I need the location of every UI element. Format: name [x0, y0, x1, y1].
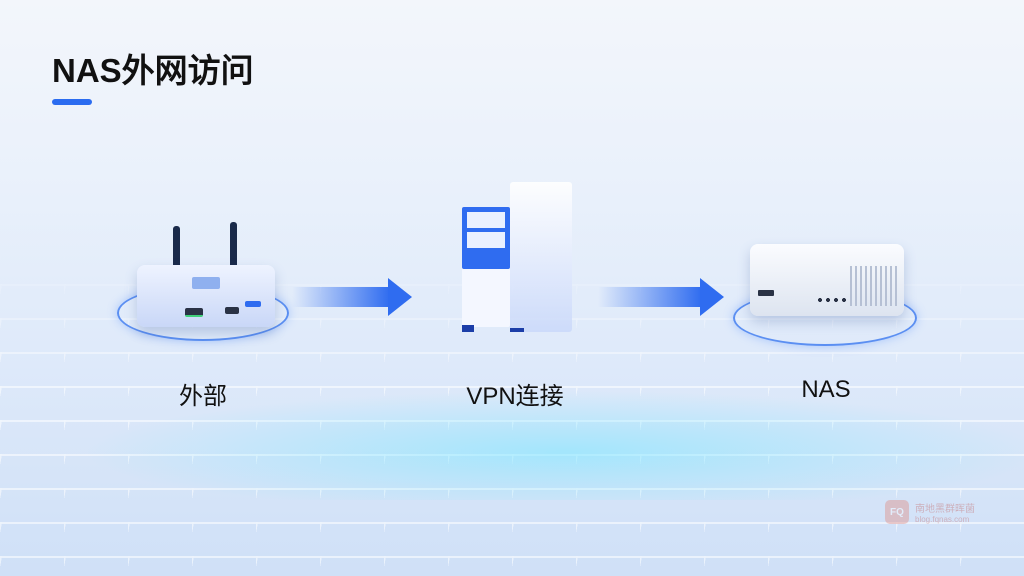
router-port — [185, 308, 203, 317]
title-underline — [52, 99, 92, 105]
antenna-right — [230, 222, 237, 270]
server-foot — [462, 325, 474, 332]
light-streak — [0, 380, 1024, 500]
watermark-logo: FQ — [885, 500, 909, 524]
router-led — [245, 301, 261, 307]
router-port — [225, 307, 239, 314]
node-label-nas: NAS — [801, 376, 851, 403]
watermark-name: 南地黑群晖菌 — [915, 504, 975, 515]
router-icon — [137, 265, 275, 327]
watermark: FQ 南地黑群晖菌 blog.fqnas.com — [885, 500, 975, 524]
server-foot — [510, 328, 524, 332]
server-icon — [462, 182, 572, 332]
arrow-right-icon-2 — [598, 278, 724, 316]
antenna-left — [173, 226, 180, 274]
router-top-panel — [192, 277, 220, 289]
nas-leds — [816, 298, 846, 302]
server-side — [510, 182, 572, 332]
server-screen — [462, 207, 510, 269]
nas-vents — [850, 266, 898, 306]
nas-port — [758, 290, 774, 296]
node-label-vpn: VPN连接 — [466, 383, 564, 410]
arrow-right-icon — [292, 278, 412, 316]
watermark-url: blog.fqnas.com — [915, 515, 970, 524]
nas-icon — [750, 244, 904, 316]
page-title: NAS外网访问 — [52, 52, 254, 89]
node-label-external: 外部 — [179, 383, 227, 410]
